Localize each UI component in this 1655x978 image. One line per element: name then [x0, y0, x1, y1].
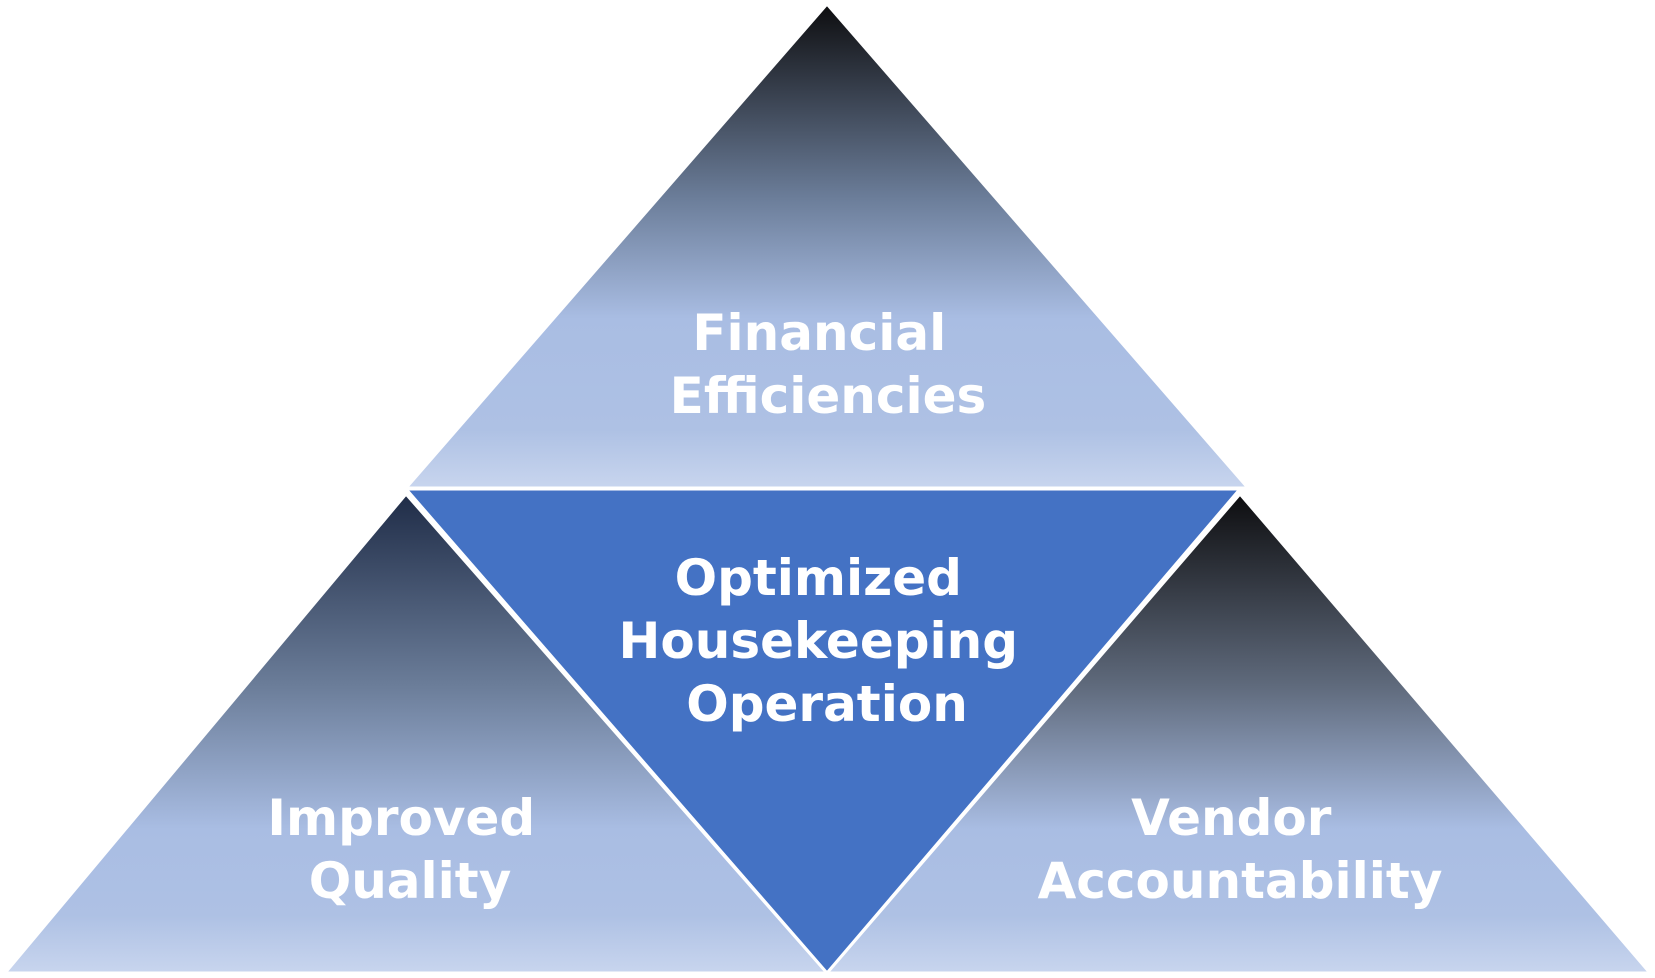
center-label-line-1: Optimized [675, 549, 962, 607]
top-label: Financial Efficiencies [670, 304, 987, 425]
center-label-line-3: Operation [686, 675, 968, 733]
triangle-right [823, 491, 1654, 975]
left-label-line-2: Quality [309, 852, 512, 910]
right-label: Vendor Accountability [1038, 789, 1443, 910]
left-label: Improved Quality [267, 789, 552, 910]
top-label-line-1: Financial [692, 304, 946, 362]
triangle-left [1, 491, 831, 975]
center-label: Optimized Housekeeping Operation [619, 549, 1036, 733]
triangle-center [402, 487, 1244, 976]
right-label-line-2: Accountability [1038, 852, 1443, 910]
top-label-line-2: Efficiencies [670, 367, 987, 425]
right-label-line-1: Vendor [1131, 789, 1332, 847]
left-label-line-1: Improved [267, 789, 535, 847]
center-label-line-2: Housekeeping [619, 612, 1019, 670]
